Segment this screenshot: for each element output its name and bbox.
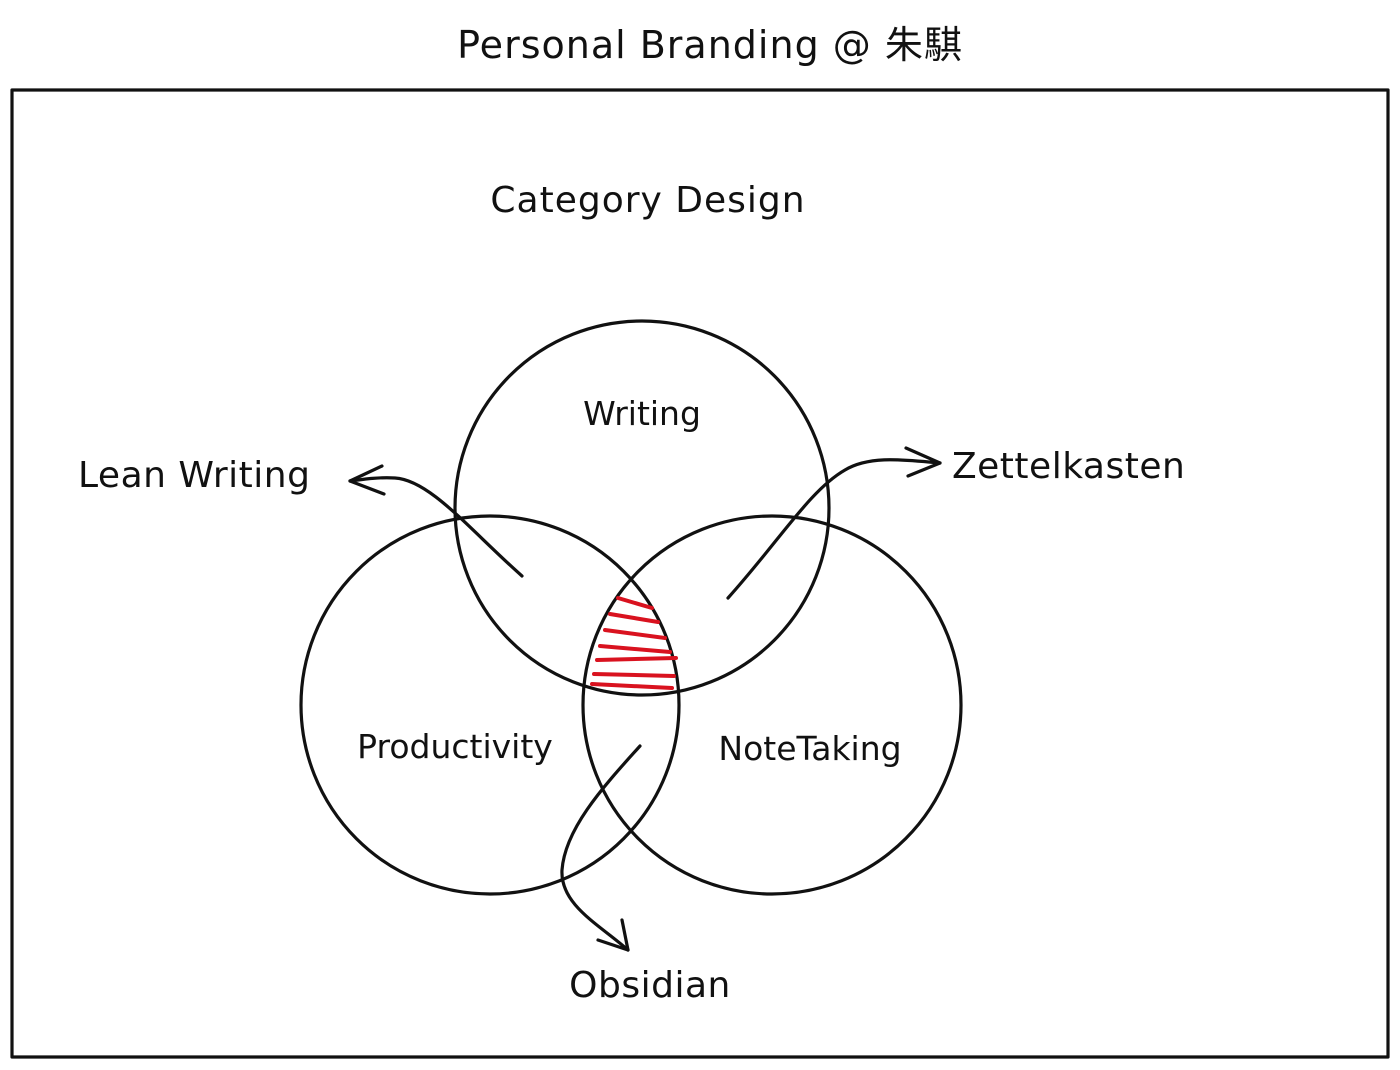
lean-writing-arrow — [348, 464, 524, 578]
obsidian-arrow — [560, 744, 642, 952]
writing-label: Writing — [583, 394, 701, 433]
writing-circle — [453, 319, 831, 697]
productivity-label: Productivity — [357, 727, 553, 766]
diagram-frame — [10, 88, 1390, 1059]
zettelkasten-arrow — [726, 446, 942, 600]
intersection-hatching — [590, 596, 678, 690]
zettelkasten-label: Zettelkasten — [952, 446, 1185, 487]
diagram-heading: Category Design — [490, 180, 805, 221]
notetaking-circle — [581, 514, 963, 896]
notetaking-label: NoteTaking — [718, 729, 901, 768]
page-title: Personal Branding @ 朱騏 — [457, 23, 963, 67]
productivity-circle — [299, 514, 681, 896]
obsidian-label: Obsidian — [569, 965, 731, 1006]
lean-writing-label: Lean Writing — [78, 455, 310, 496]
